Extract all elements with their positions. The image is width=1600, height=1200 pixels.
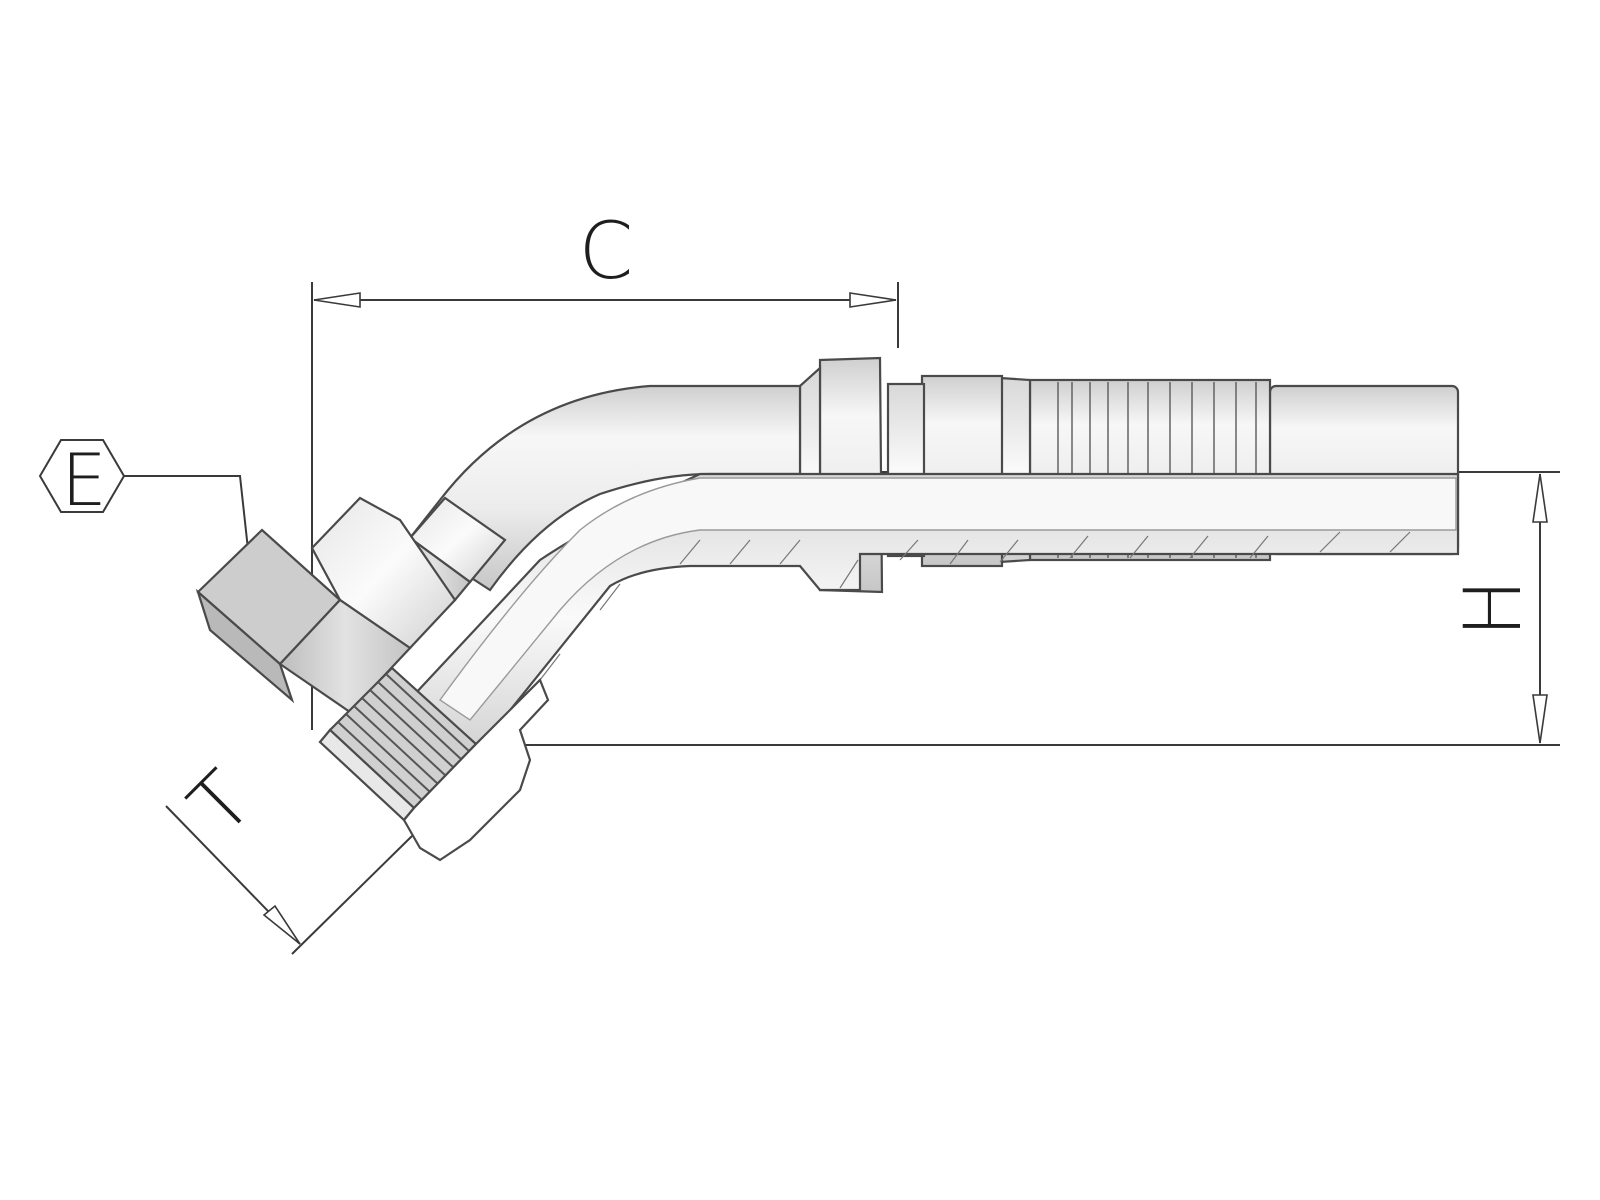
h-arrow-bottom: [1532, 694, 1548, 744]
nipple-section: [402, 678, 550, 862]
t-arrow: [262, 904, 301, 945]
section-hatching: [539, 531, 1411, 681]
dimension-e-label: E: [61, 438, 107, 522]
dimension-c-label: C: [579, 207, 633, 297]
dimension-h-label: H: [1449, 579, 1539, 638]
c-arrow-right: [849, 292, 897, 308]
hex-nut-front: [278, 598, 412, 714]
fitting-body: [195, 356, 1460, 862]
thread-lines: [337, 673, 471, 801]
hex-size-callout: E: [38, 438, 259, 595]
h-arrow-top: [1532, 473, 1548, 523]
bent-tube-upper: [408, 384, 802, 592]
dimension-c: C: [311, 207, 899, 730]
hex-nut-side: [195, 588, 295, 704]
bore-highlight: [439, 477, 1457, 721]
dimension-t-label: T: [173, 755, 270, 852]
c-arrow-left: [313, 292, 361, 308]
t-extension-line: [291, 835, 413, 955]
